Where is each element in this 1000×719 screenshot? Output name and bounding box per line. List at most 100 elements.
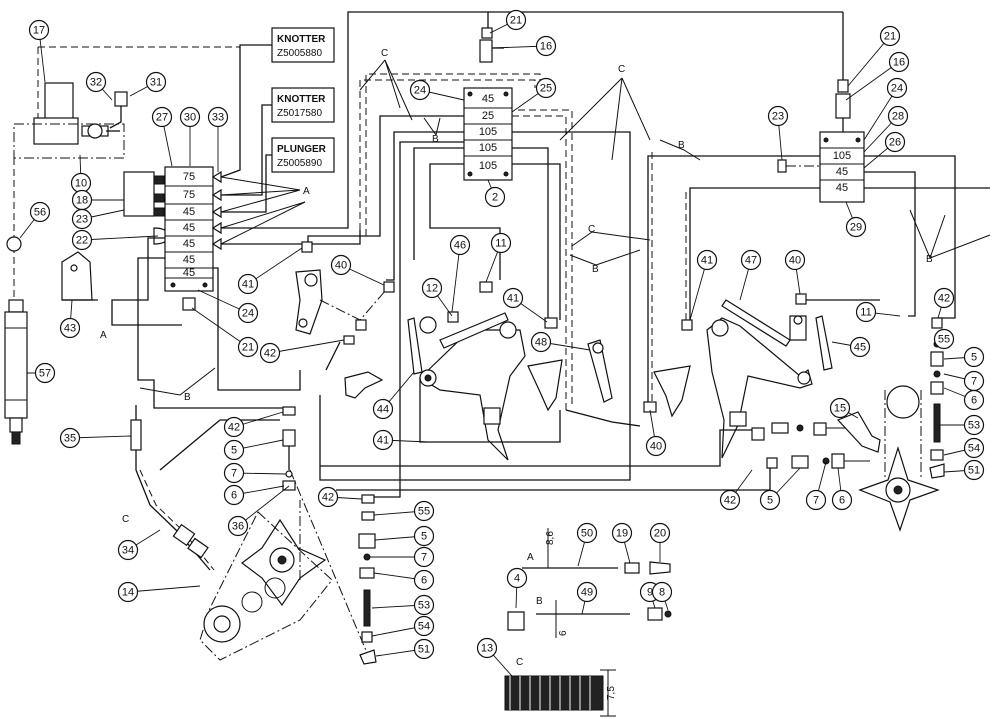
callout-circle	[409, 79, 431, 101]
callout-number: 7	[813, 495, 819, 507]
callout-circle	[85, 71, 107, 93]
callout-number: 41	[507, 293, 519, 305]
callout-number: 6	[971, 395, 977, 407]
callout-21: 21	[489, 9, 527, 34]
left-block-value-7: 45	[183, 267, 195, 279]
callout-circle	[207, 106, 229, 128]
callout-number: 50	[581, 528, 593, 540]
callout-leader	[69, 435, 132, 439]
plunger-code: Z5005890	[277, 158, 322, 169]
callout-number: 54	[418, 621, 430, 633]
callout-number: 47	[745, 255, 757, 267]
callout-number: 15	[834, 403, 846, 415]
letter-a-1: A	[303, 186, 310, 197]
center-knotter-arm	[407, 281, 613, 461]
callout-circle	[237, 273, 259, 295]
callout-circle	[759, 489, 781, 511]
callout-circle	[963, 437, 985, 459]
callout-8: 8	[651, 581, 673, 611]
callout-number: 41	[377, 435, 389, 447]
right-vertical-stack	[929, 317, 945, 479]
letter-b-3: B	[592, 264, 599, 275]
callout-2: 2	[484, 179, 506, 208]
callout-5: 5	[943, 346, 985, 368]
callout-leader	[127, 585, 201, 593]
callout-circle	[413, 615, 435, 637]
callout-leader	[847, 35, 891, 87]
callout-number: 11	[495, 238, 506, 250]
callout-number: 46	[454, 240, 466, 252]
left-block-value-4: 45	[183, 222, 195, 234]
callout-number: 6	[231, 490, 237, 502]
callout-24: 24	[409, 79, 465, 101]
callout-46: 46	[449, 234, 471, 313]
right-block-value-1: 105	[833, 150, 851, 162]
callout-22: 22	[71, 229, 159, 251]
callout-circle	[413, 594, 435, 616]
callout-circle	[476, 637, 498, 659]
right-knotter-arm	[643, 293, 833, 459]
letter-hose-c: C	[516, 657, 523, 668]
callout-circle	[223, 484, 245, 506]
callout-number: 57	[39, 368, 51, 380]
callout-51: 51	[375, 638, 435, 660]
callout-circle	[421, 277, 443, 299]
callout-circle	[117, 539, 139, 561]
center-block-value-5: 105	[479, 160, 497, 172]
callout-42: 42	[223, 411, 284, 438]
callout-31: 31	[129, 71, 167, 97]
callout-6: 6	[373, 569, 435, 591]
callout-leader	[191, 307, 249, 348]
callout-number: 48	[535, 337, 547, 349]
callout-circle	[784, 249, 806, 271]
callout-circle	[28, 19, 50, 41]
callout-5: 5	[374, 525, 435, 547]
callout-21: 21	[191, 307, 259, 358]
callout-circle	[535, 35, 557, 57]
callout-number: 53	[418, 600, 430, 612]
dim-c: 7,5	[606, 686, 617, 700]
callout-40: 40	[645, 409, 667, 457]
center-valve-block: 45 25 105 105 105	[463, 87, 513, 181]
callout-5: 5	[759, 467, 801, 511]
callout-55: 55	[933, 328, 955, 350]
right-block-value-2: 45	[836, 166, 848, 178]
callout-circle	[259, 342, 281, 364]
callout-32: 32	[85, 71, 113, 101]
callout-17: 17	[28, 19, 50, 83]
callout-43: 43	[59, 299, 81, 339]
callout-11: 11	[855, 301, 901, 323]
center-block-value-2: 25	[482, 110, 494, 122]
callout-circle	[59, 317, 81, 339]
callout-circle	[884, 131, 906, 153]
letter-b-4: B	[678, 140, 685, 151]
callout-circle	[34, 362, 56, 384]
callout-number: 31	[150, 77, 162, 89]
center-block-value-3: 105	[479, 126, 497, 138]
callout-26: 26	[863, 131, 906, 169]
callout-51: 51	[943, 459, 985, 481]
center-fitting-stack	[358, 141, 468, 665]
knotter-label-2: KNOTTER Z5017580	[271, 87, 335, 123]
callout-circle	[649, 522, 671, 544]
callout-14: 14	[117, 581, 201, 603]
callout-circle	[71, 229, 93, 251]
callout-circle	[227, 515, 249, 537]
callout-number: 27	[156, 112, 168, 124]
callout-49: 49	[576, 581, 598, 615]
callout-circle	[223, 416, 245, 438]
callout-42: 42	[259, 339, 345, 364]
callout-24: 24	[863, 77, 908, 141]
callout-number: 17	[33, 25, 45, 37]
callout-number: 19	[616, 528, 628, 540]
callout-40: 40	[330, 254, 385, 286]
letter-c-4: C	[588, 224, 595, 235]
callout-27: 27	[151, 106, 173, 167]
hose-detail-a: A 8,6	[522, 528, 671, 575]
callout-13: 13	[476, 637, 513, 677]
knotter-2-title: KNOTTER	[277, 94, 326, 105]
callout-number: 10	[75, 178, 87, 190]
callout-circle	[535, 77, 557, 99]
callout-4: 4	[506, 567, 528, 609]
callout-23: 23	[71, 208, 125, 230]
